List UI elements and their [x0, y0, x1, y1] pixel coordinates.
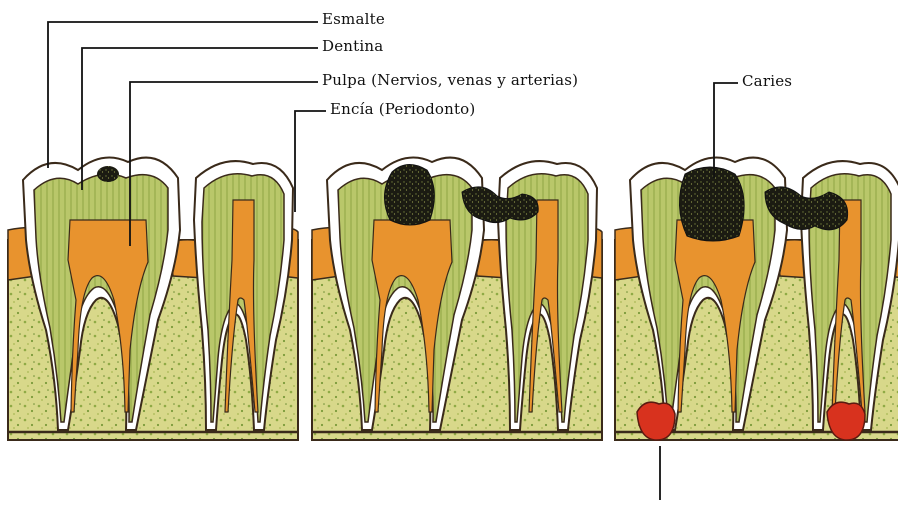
caries-lesion-deep-molar [679, 167, 744, 241]
panel-healthy [8, 158, 298, 441]
label-caries: Caries [742, 72, 792, 90]
label-gum: Encía (Periodonto) [330, 100, 475, 118]
label-pulp: Pulpa (Nervios, venas y arterias) [322, 71, 578, 89]
panel-enamel-dentin-caries [312, 158, 602, 441]
leader-gum [295, 111, 326, 212]
label-dentin: Dentina [322, 37, 383, 55]
panel-pulp-caries [615, 158, 898, 441]
small-caries-spot [97, 166, 119, 182]
label-enamel: Esmalte [322, 10, 385, 28]
leader-enamel [48, 22, 318, 168]
caries-lesion-molar [384, 164, 434, 225]
